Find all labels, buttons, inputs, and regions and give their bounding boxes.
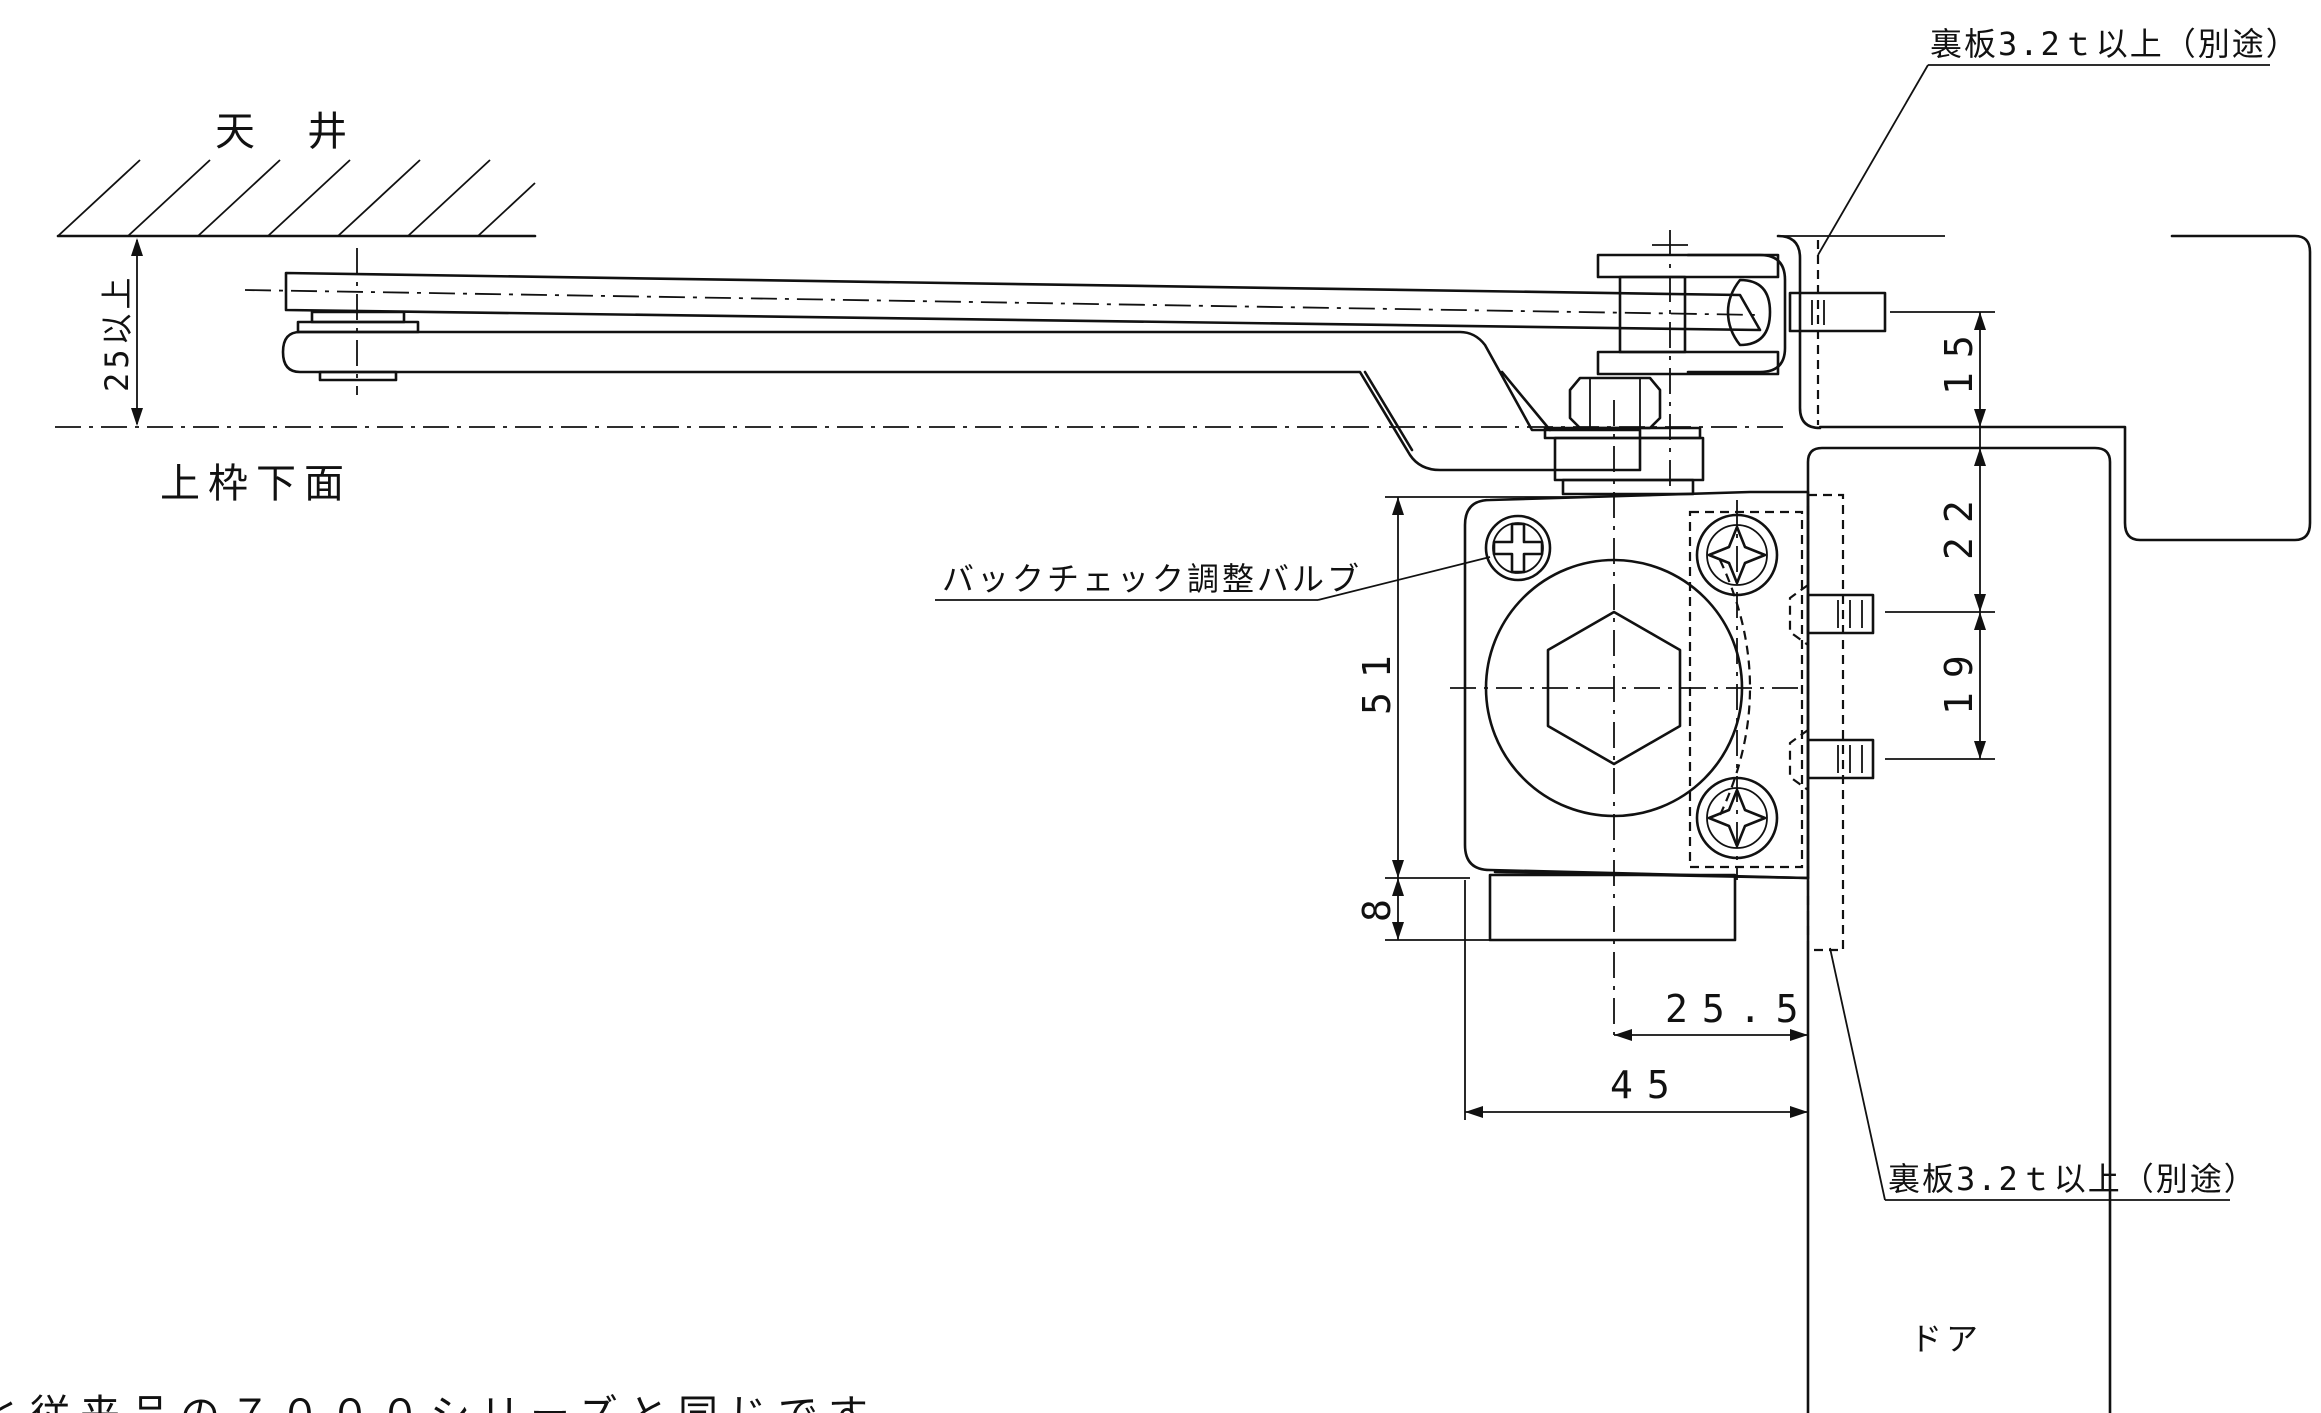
frame-bottom-label: 上枠下面	[160, 461, 352, 507]
dim-19: 19	[1937, 641, 1981, 715]
dim-15: 15	[1937, 321, 1981, 395]
frame-profile	[1776, 234, 2312, 542]
bottom-note: と従来品の７０００シリーズと同じです。	[0, 1392, 924, 1413]
left-dimensions: 51 8	[1355, 496, 1600, 941]
ceiling-label: 天 井	[215, 109, 361, 155]
clearance-value: 25以上	[98, 273, 136, 392]
door-panel	[1806, 446, 2112, 1413]
door-label: ドア	[1910, 1320, 1982, 1358]
backplate-top-leader	[1817, 64, 2270, 256]
backplate-top-label: 裏板3.2ｔ以上（別途）	[1930, 25, 2300, 63]
clearance-dimension: 25以上	[98, 238, 143, 426]
dim-51: 51	[1355, 641, 1399, 715]
bottom-dimensions: 25.5 45	[1464, 880, 1813, 1120]
ceiling-hatch	[56, 159, 537, 238]
arm-assembly	[244, 230, 1887, 496]
closer-body	[1450, 400, 1875, 1035]
backplate-bottom-label: 裏板3.2ｔ以上（別途）	[1888, 1160, 2258, 1198]
dim-22: 22	[1937, 486, 1981, 560]
backplate-bottom-leader	[1829, 947, 2230, 1201]
valve-leader	[935, 556, 1491, 601]
valve-label: バックチェック調整バルブ	[942, 560, 1362, 598]
dim-25-5: 25.5	[1665, 987, 1813, 1031]
right-dimensions: 15 22 19	[1885, 311, 1995, 760]
dim-45: 45	[1610, 1063, 1684, 1107]
dim-8: 8	[1355, 885, 1399, 922]
